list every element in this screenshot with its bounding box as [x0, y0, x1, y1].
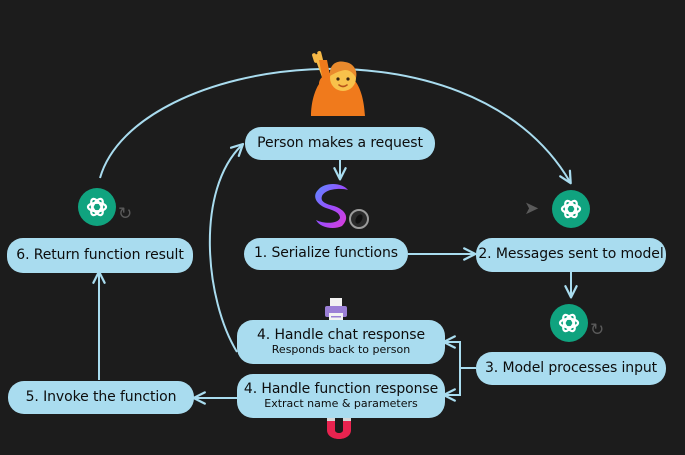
arrow-model-to-chat — [442, 335, 476, 369]
refresh-icon: ↻ — [118, 204, 133, 224]
send-icon: ➤ — [524, 198, 540, 219]
node-person-makes-request: Person makes a request — [245, 127, 435, 160]
arrow-model-to-function — [442, 368, 461, 402]
node-sublabel: Extract name & parameters — [264, 397, 418, 411]
node-invoke-function: 5. Invoke the function — [8, 381, 194, 414]
node-messages-sent-to-model: 2. Messages sent to model — [476, 238, 666, 272]
person-raising-hand-icon — [311, 51, 365, 116]
node-sublabel: Responds back to person — [271, 343, 411, 357]
node-label: 2. Messages sent to model — [478, 246, 664, 263]
refresh-icon: ↻ — [590, 320, 605, 340]
arrow-chat-to-request — [208, 142, 245, 353]
semantic-kernel-logo-icon — [315, 184, 369, 229]
printer-icon — [325, 298, 347, 322]
arrow-result-to-messages — [99, 67, 572, 185]
node-label: 4. Handle chat response — [256, 326, 425, 343]
node-serialize-functions: 1. Serialize functions — [244, 238, 408, 270]
openai-logo-icon — [552, 190, 590, 228]
openai-logo-icon — [78, 188, 116, 226]
node-handle-function-response: 4. Handle function response Extract name… — [237, 374, 445, 418]
magnet-icon — [327, 416, 351, 439]
node-handle-chat-response: 4. Handle chat response Responds back to… — [237, 320, 445, 364]
node-label: Person makes a request — [257, 134, 423, 151]
node-model-processes-input: 3. Model processes input — [476, 352, 666, 385]
node-label: 6. Return function result — [16, 246, 184, 263]
node-label: 5. Invoke the function — [25, 388, 177, 405]
node-return-function-result: 6. Return function result — [7, 238, 193, 273]
node-label: 3. Model processes input — [484, 359, 658, 376]
node-label: 1. Serialize functions — [253, 245, 398, 262]
node-label: 4. Handle function response — [243, 380, 439, 397]
openai-logo-icon — [550, 304, 588, 342]
